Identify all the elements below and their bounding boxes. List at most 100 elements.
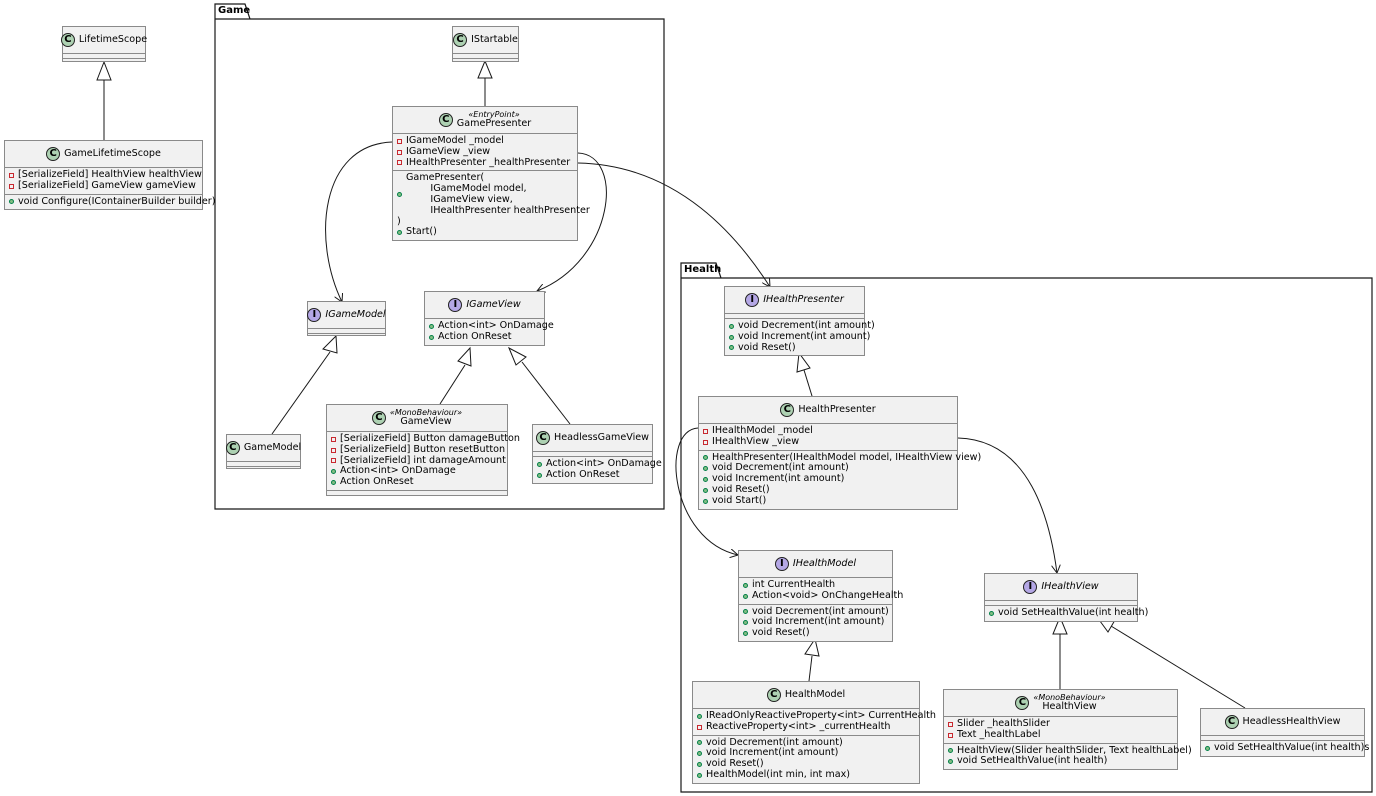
member: Action<int> OnDamage [340,465,456,477]
package-game-frame [214,3,665,510]
public-method-icon [729,323,734,329]
class-ihealth-model[interactable]: I IHealthModel int CurrentHealth Action<… [738,550,903,642]
public-method-icon [948,759,953,765]
class-health-model[interactable]: C HealthModel IReadOnlyReactiveProperty<… [692,681,936,784]
class-game-presenter[interactable]: C «EntryPoint» GamePresenter IGameModel … [392,106,590,242]
class-headless-game-view[interactable]: C HeadlessGameView Action<int> OnDamage … [532,424,662,484]
class-name: HealthModel [784,688,846,700]
public-member-icon [743,582,748,588]
field: IReadOnlyReactiveProperty<int> CurrentHe… [706,710,936,721]
class-health-presenter[interactable]: C HealthPresenter IHealthModel _model IH… [698,396,981,510]
private-field-icon [331,447,336,453]
class-health-view[interactable]: C «MonoBehaviour» HealthView Slider _hea… [943,689,1192,771]
ctor-line: IHealthPresenter healthPresenter [406,204,590,216]
stereotype: «EntryPoint» [468,110,520,120]
private-field-icon [331,458,336,464]
method: void Decrement(int amount) [752,605,889,617]
public-method-icon [729,345,734,351]
class-istartable[interactable]: C IStartable [452,26,519,62]
class-game-model[interactable]: C GameModel [225,434,301,469]
public-method-icon [989,610,994,616]
package-health-label: Health [684,264,722,275]
member: Action OnReset [438,330,512,342]
class-name: IStartable [471,33,518,45]
public-member-icon [331,480,336,486]
edge-hm-ihm [808,655,813,682]
field: IHealthPresenter _healthPresenter [406,156,571,168]
public-method-icon [743,609,748,615]
public-method-icon [703,477,708,483]
public-method-icon [697,772,702,778]
class-name: HealthView [1042,701,1097,713]
class-name: IHealthPresenter [763,293,844,305]
class-game-view[interactable]: C «MonoBehaviour» GameView [SerializeFie… [326,404,520,496]
class-name: HeadlessGameView [554,431,649,443]
private-field-icon [9,183,14,189]
public-method-icon [1205,745,1210,751]
class-c-icon: C [1015,696,1030,710]
method: void Increment(int amount) [712,473,845,485]
interface-i-icon: I [745,293,760,307]
method: void Decrement(int amount) [706,736,843,748]
public-method-icon [729,334,734,340]
method: void Increment(int amount) [752,616,885,628]
public-member-icon [331,469,336,475]
edge-hp-ihealthview [957,437,1057,573]
edge-hp-ihp [803,369,813,397]
interface-i-icon: I [307,308,322,322]
edge-gp-ihealthpresenter [577,162,770,287]
field: [SerializeField] Button damageButton [340,433,520,444]
method: void Reset() [752,627,810,639]
private-field-icon [331,436,336,442]
method: void Reset() [738,341,796,353]
class-c-icon: C [60,33,75,47]
public-member-icon [429,334,434,340]
stereotype: «MonoBehaviour» [1033,693,1106,703]
field: [SerializeField] HealthView healthView [18,169,202,180]
field: Slider _healthSlider [957,718,1050,729]
public-method-icon [397,230,402,236]
method: void Increment(int amount) [706,747,839,759]
method: void SetHealthValue(int health) [998,607,1149,618]
ctor-line: ) [397,215,401,227]
private-field-icon [703,439,708,445]
private-field-icon [703,428,708,434]
class-igame-model[interactable]: I IGameModel [307,301,386,336]
interface-i-icon: I [1023,580,1038,594]
public-member-icon [743,593,748,599]
public-member-icon [429,323,434,329]
edge-gp-igameview [537,152,607,291]
class-name: IGameView [466,298,521,310]
public-method-icon [697,751,702,757]
member: Action<int> OnDamage [546,458,662,469]
method: void Decrement(int amount) [712,462,849,474]
method: void Configure(IContainerBuilder builder… [18,195,216,207]
public-member-icon [537,461,542,467]
class-name: LifetimeScope [78,33,148,45]
method: Start() [406,226,437,238]
field: [SerializeField] int damageAmount [340,454,506,466]
edge-gameview-igameview [439,364,466,405]
method: void Reset() [706,758,764,770]
method: HealthPresenter(IHealthModel model, IHea… [712,451,982,463]
class-lifetime-scope[interactable]: C LifetimeScope [60,26,148,62]
package-game-label: Game [218,5,251,16]
public-method-icon [703,487,708,493]
method: void Reset() [712,483,770,495]
class-ihealth-presenter[interactable]: I IHealthPresenter void Decrement(int am… [724,286,875,357]
edge-gp-igamemodel [325,141,393,302]
public-method-icon [703,455,708,461]
class-headless-health-view[interactable]: C HeadlessHealthView void SetHealthValue… [1200,708,1369,757]
field: IHealthModel _model [712,425,813,436]
public-method-icon [703,498,708,504]
public-method-icon [743,631,748,637]
field: [SerializeField] Button resetButton [340,443,506,455]
class-ihealth-view[interactable]: I IHealthView void SetHealthValue(int he… [984,573,1148,622]
class-c-icon: C [536,431,551,445]
class-c-icon: C [371,411,386,425]
class-game-lifetime-scope[interactable]: C GameLifetimeScope [SerializeField] Hea… [4,140,215,211]
method: HealthModel(int min, int max) [706,768,850,780]
field: ReactiveProperty<int> _currentHealth [706,720,891,732]
class-name: GameView [400,416,452,428]
class-igame-view[interactable]: I IGameView Action<int> OnDamage Action … [424,291,554,346]
